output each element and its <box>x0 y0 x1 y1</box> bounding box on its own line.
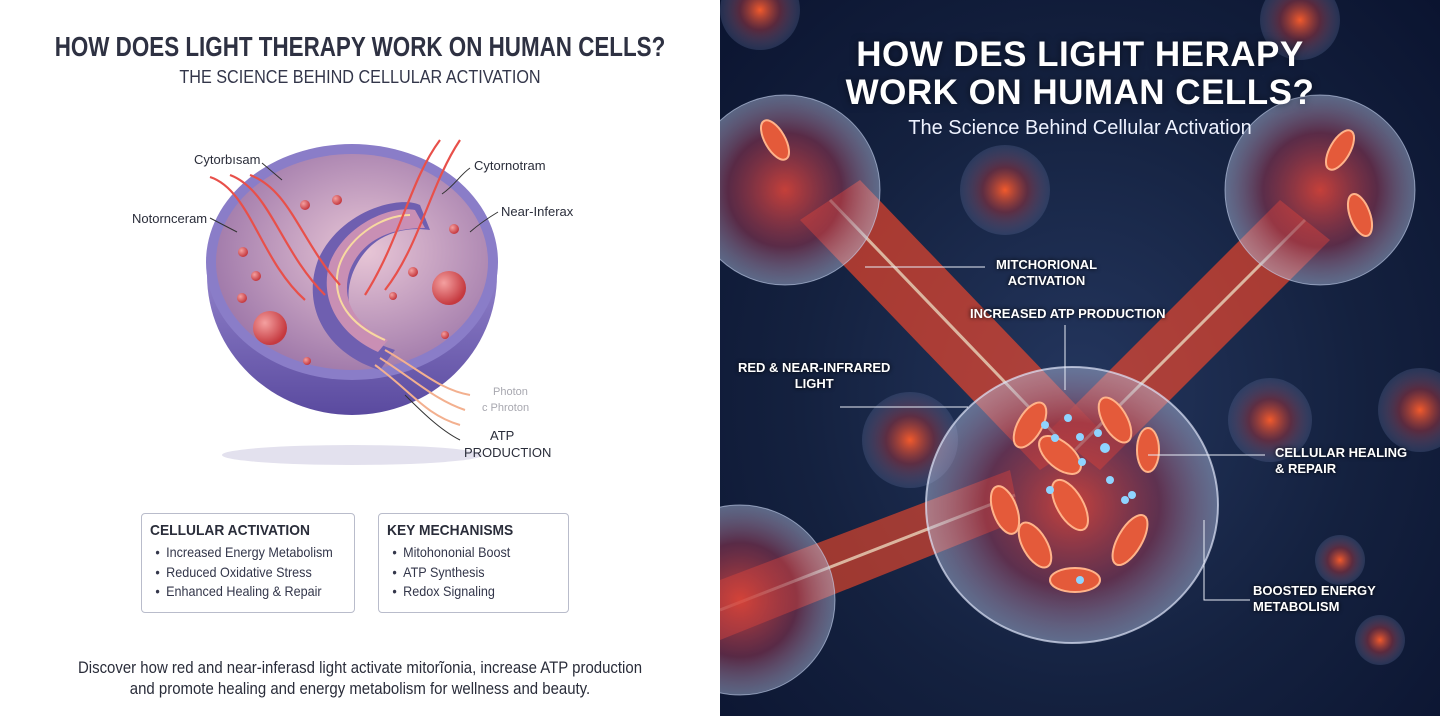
box-title: CELLULAR ACTIVATION <box>150 522 310 539</box>
cellular-activation-box: CELLULAR ACTIVATION Increased Energy Met… <box>141 513 355 613</box>
cell-top-left <box>720 94 881 286</box>
label-increased-atp: INCREASED ATP PRODUCTION <box>970 306 1166 321</box>
left-title: HOW DOES LIGHT THERAPY WORK ON HUMAN CEL… <box>54 31 666 62</box>
label-atp-production: PRODUCTION <box>464 445 552 460</box>
light-rays <box>209 139 461 301</box>
description-line-2: and promote healing and energy metabolis… <box>129 679 591 698</box>
photon-rays <box>374 349 471 426</box>
label-cellular-healing: CELLULAR HEALING& REPAIR <box>1275 445 1407 477</box>
box-title: KEY MECHANISMS <box>387 522 514 539</box>
list-item: Enhanced Healing & Repair <box>150 582 326 602</box>
left-subtitle: THE SCIENCE BEHIND CELLULAR ACTIVATION <box>179 67 541 87</box>
list-item: Reduced Oxidative Stress <box>150 563 326 583</box>
label-line: METABOLISM <box>1253 599 1340 614</box>
right-title-line-1: HOW DES LIGHT HERAPY <box>856 35 1304 74</box>
list-item: Increased Energy Metabolism <box>150 543 333 563</box>
label-leaders <box>840 266 1265 601</box>
list-item: ATP Synthesis <box>387 563 543 583</box>
cell-illustration <box>206 139 499 465</box>
label-near-inferax: Near-Inferax <box>501 204 574 219</box>
right-title-line-2: WORK ON HUMAN CELLS? <box>845 73 1315 112</box>
description: Discover how red and near-inferasd light… <box>0 657 720 699</box>
label-line: & REPAIR <box>1275 461 1337 476</box>
label-leaders <box>209 162 499 441</box>
cell-top-right <box>1224 94 1416 286</box>
cell-bottom-left <box>720 504 836 696</box>
description-line-1: Discover how red and near-inferasd light… <box>77 658 643 677</box>
cell-shadow <box>222 445 482 465</box>
label-line: BOOSTED ENERGY <box>1253 583 1376 598</box>
right-title: HOW DES LIGHT HERAPY WORK ON HUMAN CELLS… <box>720 36 1440 112</box>
list-item: Redox Signaling <box>387 582 543 602</box>
background-cells <box>720 0 1440 665</box>
cells-illustration <box>720 0 1440 696</box>
left-infographic-panel: HOW DOES LIGHT THERAPY WORK ON HUMAN CEL… <box>0 0 720 716</box>
atp-particles <box>1041 414 1136 584</box>
label-atp: ATP <box>490 428 515 443</box>
right-subtitle: The Science Behind Cellular Activation <box>908 117 1252 139</box>
label-line: MITCHORIONAL <box>996 257 1098 272</box>
key-mechanisms-box: KEY MECHANISMS Mitohononial Boost ATP Sy… <box>378 513 569 613</box>
label-line: CELLULAR HEALING <box>1275 445 1408 460</box>
label-line: RED & NEAR-INFRARED <box>738 360 891 375</box>
label-line: LIGHT <box>794 376 834 391</box>
label-notornceram: Notornceram <box>132 211 208 226</box>
label-photon-2: c Phroton <box>482 402 530 414</box>
label-cytornotram: Cytornotram <box>474 158 546 173</box>
label-cytorbisam: Cytorbısam <box>194 152 261 167</box>
organelles <box>237 195 466 365</box>
list-item: Mitohononial Boost <box>387 543 543 563</box>
nucleus-strand <box>335 214 411 341</box>
label-photon: Photon <box>493 386 528 398</box>
label-line: ACTIVATION <box>1007 273 1086 288</box>
right-infographic-panel: HOW DES LIGHT HERAPY WORK ON HUMAN CELLS… <box>720 0 1440 716</box>
mitochondria <box>760 119 1374 593</box>
